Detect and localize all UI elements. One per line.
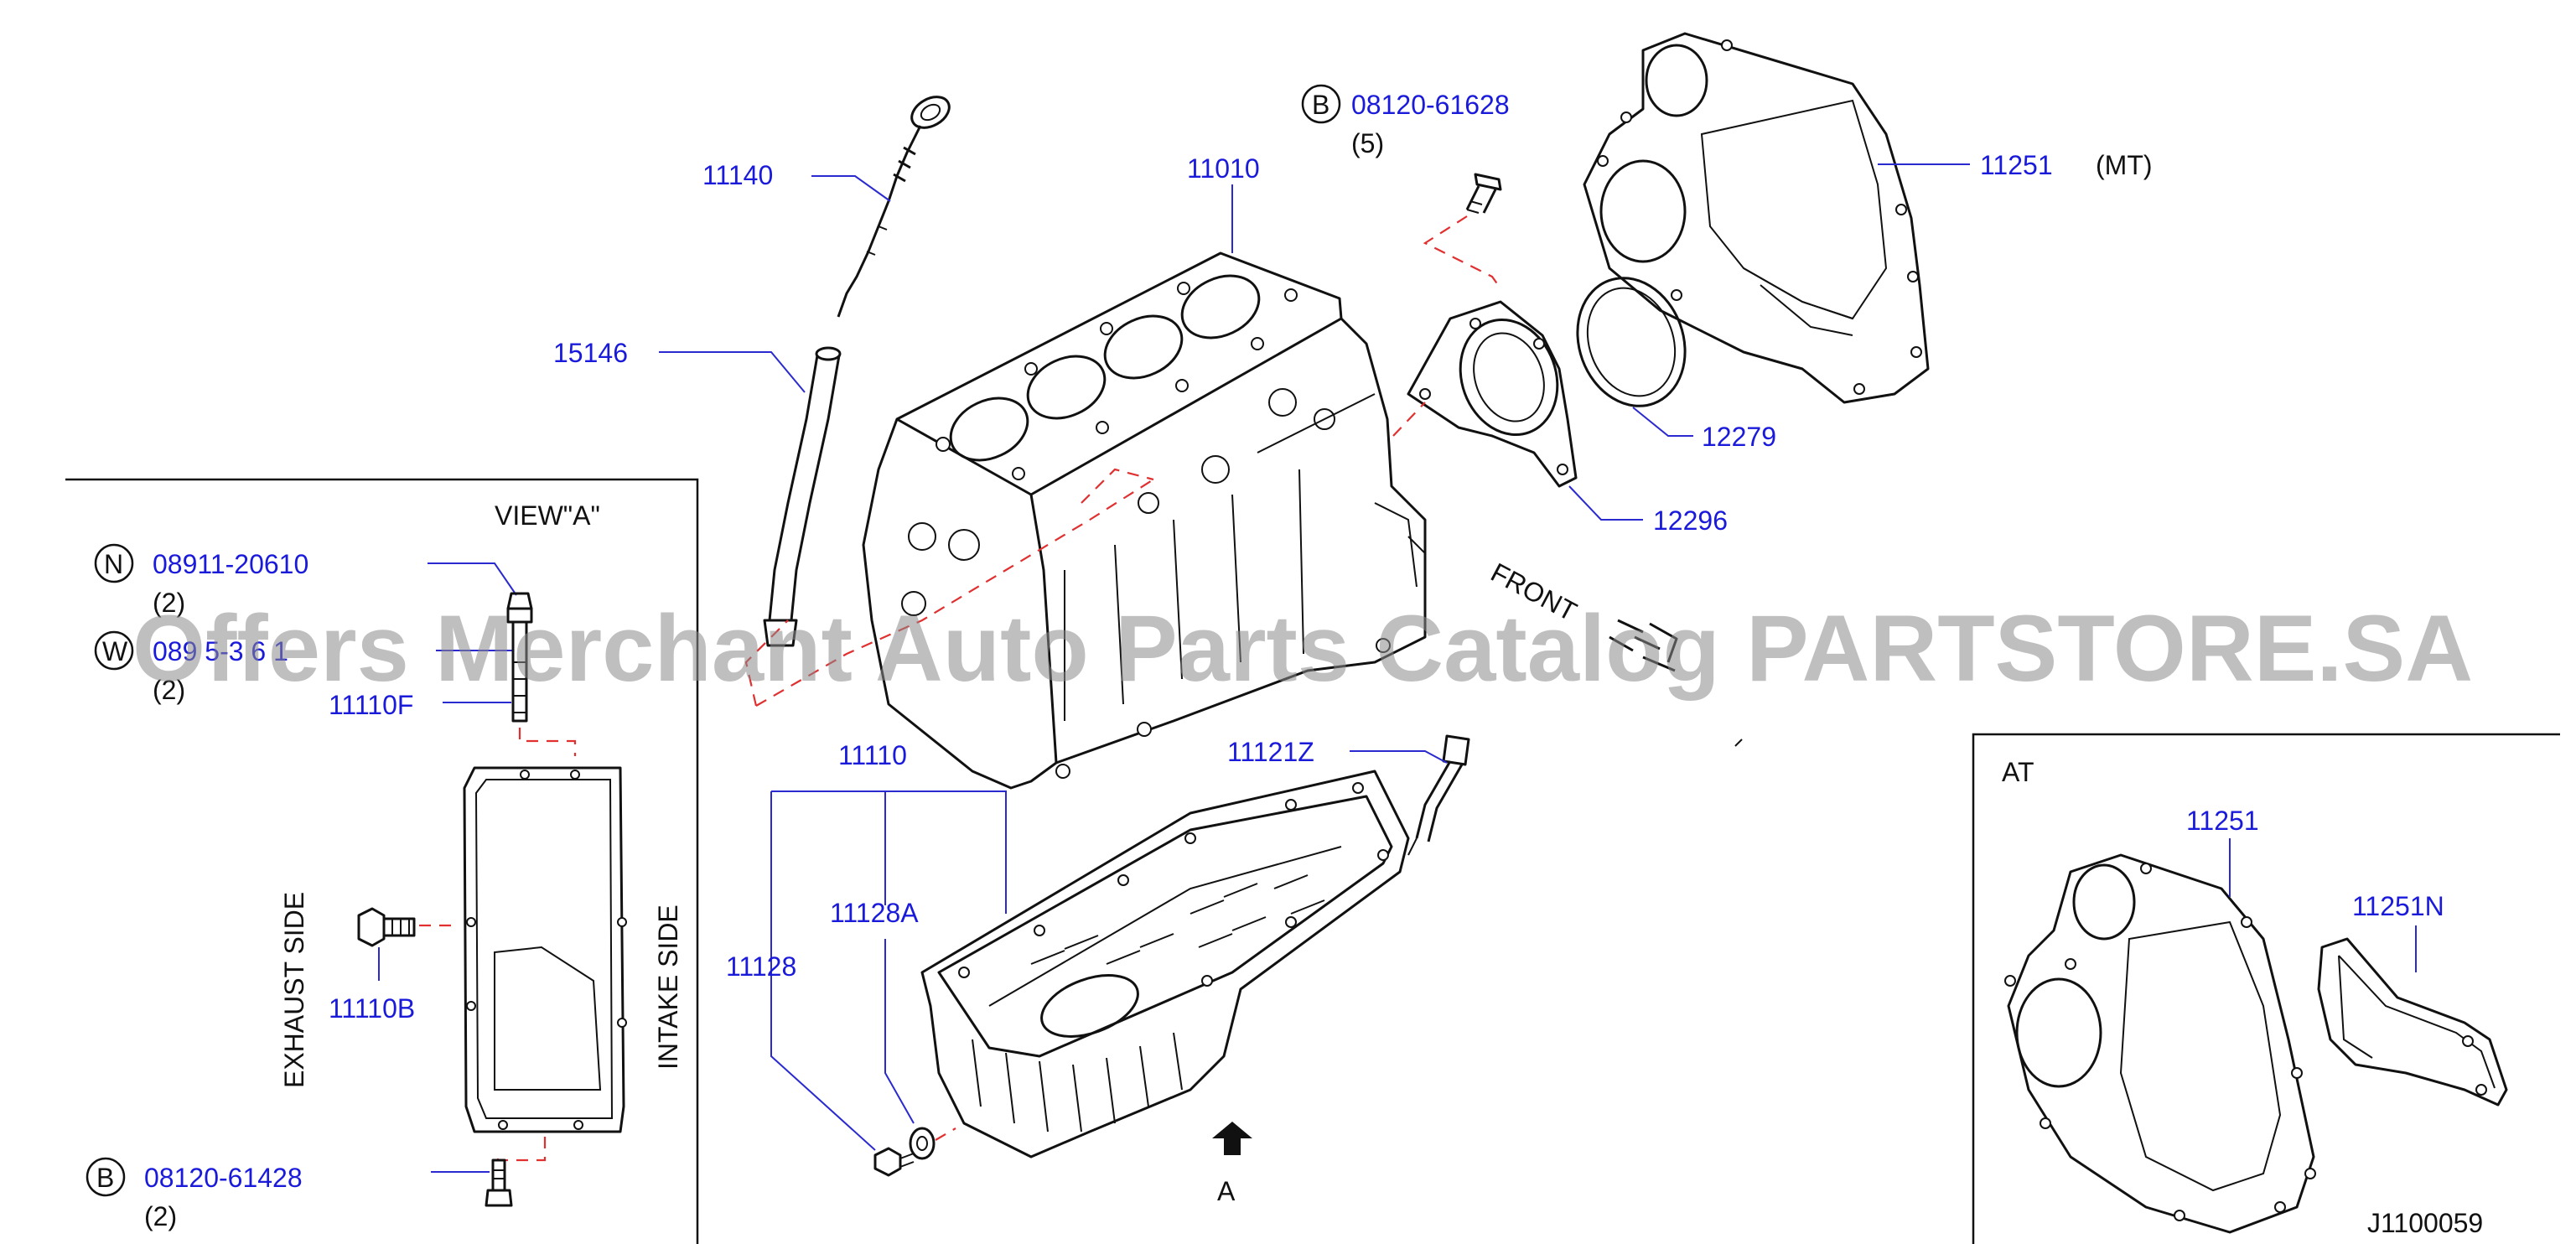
exhaust-side-label: EXHAUST SIDE xyxy=(279,892,309,1088)
code-w: W xyxy=(102,636,128,666)
label-11110[interactable]: 11110 xyxy=(838,740,907,770)
code-b-view-a: B xyxy=(96,1163,114,1193)
arrow-a-label: A xyxy=(1217,1176,1236,1206)
bolt-08120-61628 xyxy=(1465,173,1502,214)
at-title: AT xyxy=(2002,757,2034,787)
code-b-circle xyxy=(1301,84,1341,124)
code-b: B xyxy=(1312,90,1329,120)
label-mt: (MT) xyxy=(2096,150,2153,180)
view-a-arrow xyxy=(1212,1122,1252,1155)
oil-pan-11110 xyxy=(920,770,1410,1158)
at-panel: AT 11251 11251N J1100059 xyxy=(1972,733,2560,1244)
oil-level-sensor-11121Z xyxy=(1407,734,1470,856)
view-a-panel: VIEW"A" N 08911-20610 (2) W 089 5-3 6 1 … xyxy=(65,478,699,1244)
qty-w: (2) xyxy=(153,675,185,705)
label-11128[interactable]: 11128 xyxy=(726,951,796,982)
diagram-id: J1100059 xyxy=(2367,1208,2483,1238)
label-08120-61428[interactable]: 08120-61428 xyxy=(144,1163,303,1193)
label-08911-20610[interactable]: 08911-20610 xyxy=(153,549,308,579)
watermark: Offers Merchant Auto Parts Catalog PARTS… xyxy=(132,596,2473,701)
label-w-part[interactable]: 089 5-3 6 1 xyxy=(153,636,288,666)
label-11110F[interactable]: 11110F xyxy=(329,690,413,720)
qty-5: (5) xyxy=(1351,128,1384,158)
stud-11110F xyxy=(506,592,533,723)
label-11140[interactable]: 11140 xyxy=(702,160,773,190)
label-12279[interactable]: 12279 xyxy=(1702,422,1776,452)
label-11251-at[interactable]: 11251 xyxy=(2186,806,2259,836)
qty-n: (2) xyxy=(153,588,185,618)
dipstick-11140 xyxy=(837,96,951,318)
label-11128A[interactable]: 11128A xyxy=(830,898,919,928)
seal-retainer-12296 xyxy=(1407,300,1578,488)
oil-pan-gasket-view-a xyxy=(463,766,627,1133)
intake-side-label: INTAKE SIDE xyxy=(653,904,683,1070)
label-11110B[interactable]: 11110B xyxy=(329,993,415,1024)
bolt-08120-61428 xyxy=(485,1158,513,1207)
bolt-11110B xyxy=(357,907,416,947)
rear-plate-11251-mt xyxy=(1583,32,1930,404)
label-11121Z[interactable]: 11121Z xyxy=(1227,737,1314,767)
cover-plate-11251N xyxy=(2317,937,2508,1107)
code-n: N xyxy=(104,549,123,579)
cylinder-block-11010 xyxy=(862,251,1427,790)
label-15146[interactable]: 15146 xyxy=(553,338,628,368)
label-11251N[interactable]: 11251N xyxy=(2352,891,2444,921)
qty-b: (2) xyxy=(144,1201,177,1231)
label-11251-mt[interactable]: 11251 xyxy=(1980,150,2053,180)
label-11010[interactable]: 11010 xyxy=(1187,153,1260,184)
oil-seal-12279 xyxy=(1576,277,1687,407)
washer-11128A xyxy=(909,1127,936,1160)
view-a-title: VIEW"A" xyxy=(495,500,600,531)
drain-plug-11128 xyxy=(873,1147,915,1177)
label-08120-61628[interactable]: 08120-61628 xyxy=(1351,90,1510,120)
dipstick-tube-15146 xyxy=(763,346,842,647)
rear-plate-11251-at xyxy=(2004,853,2316,1234)
label-12296[interactable]: 12296 xyxy=(1653,505,1728,536)
